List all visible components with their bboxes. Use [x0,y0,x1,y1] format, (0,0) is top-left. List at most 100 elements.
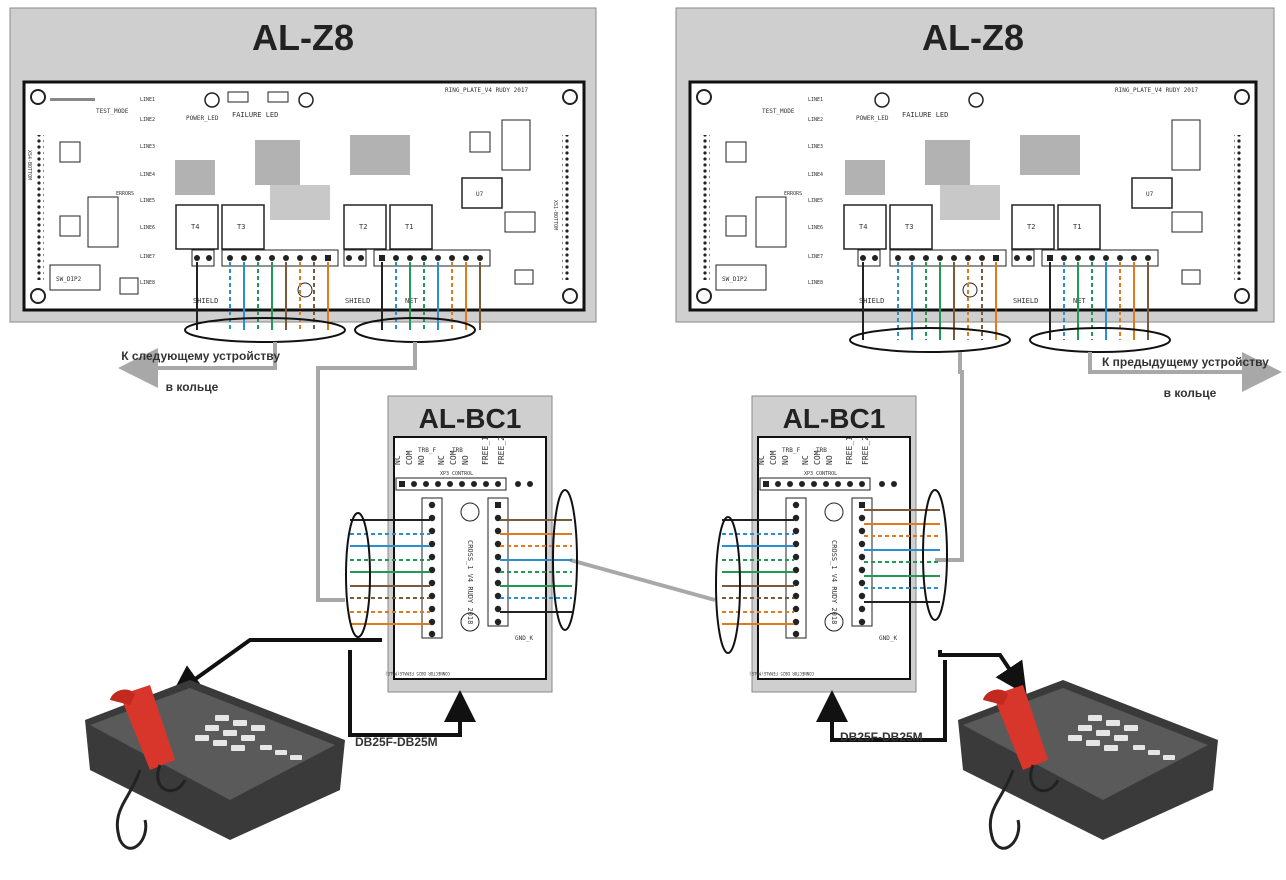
line8-label: LINE8 [140,280,155,286]
line6-label: LINE6 [140,225,155,231]
svg-text:COM: COM [449,450,458,465]
svg-text:T3: T3 [905,223,913,231]
svg-text:TRB_F: TRB_F [782,447,800,454]
svg-text:GND_K: GND_K [879,635,897,642]
svg-text:TRB: TRB [816,447,827,454]
svg-text:LINE4: LINE4 [808,172,823,178]
svg-text:FREE_1: FREE_1 [845,436,854,465]
svg-text:COM: COM [813,450,822,465]
svg-text:LINE2: LINE2 [808,117,823,123]
svg-text:LINE5: LINE5 [808,198,823,204]
failure-led-label: FAILURE LED [232,111,278,119]
line1-label: LINE1 [140,97,155,103]
svg-text:LINE8: LINE8 [808,280,823,286]
t4-label: T4 [191,223,199,231]
wiring-right-az8 [862,262,1149,340]
line3-label: LINE3 [140,144,155,150]
power-led-label-r: POWER_LED [856,115,889,122]
svg-text:LINE3: LINE3 [808,144,823,150]
az8-right-unit: AL-Z8 RING_PLATE_V4 RUDY 2017 TEST_MODE … [675,7,1275,323]
svg-text:TRB_F: TRB_F [418,447,436,454]
bc1-right-wires [722,509,940,625]
next-device-label-1: К следующему устройству [121,349,280,363]
db25-label-right: DB25F-DB25M [840,730,923,744]
svg-text:T2: T2 [1027,223,1035,231]
test-mode-label-r: TEST_MODE [762,108,795,115]
prev-device-label-2: в кольце [1164,386,1217,400]
phone-cable-right-in [938,650,1027,695]
svg-text:COM: COM [769,450,778,465]
cable-az8-bc1-right [935,352,964,562]
t1-label: T1 [405,223,413,231]
svg-text:SHIELD: SHIELD [859,297,884,305]
svg-text:LINE1: LINE1 [808,97,823,103]
xs1-label: XS1-BOTTOM [552,200,558,230]
svg-text:SW_DIP2: SW_DIP2 [722,276,748,283]
failure-led-label-r: FAILURE LED [902,111,948,119]
bc1-right-title: AL-BC1 [783,403,886,434]
svg-text:GND_K: GND_K [515,635,533,642]
t3-label: T3 [237,223,245,231]
svg-text:FREE_1: FREE_1 [481,436,490,465]
bc1-left-unit: AL-BC1 NC COM NO NC COM NO FREE_1 FREE_2… [385,395,553,693]
errors-label: ERRORS [116,191,134,197]
svg-text:T1: T1 [1073,223,1081,231]
svg-text:FREE_2: FREE_2 [861,436,870,465]
az8-left-pcb [22,80,586,312]
line2-label: LINE2 [140,117,155,123]
svg-text:NC: NC [801,455,810,465]
db25-label-left: DB25F-DB25M [355,735,438,749]
desk-phone-right [958,680,1218,850]
sw-dip2-label: SW_DIP2 [56,276,82,283]
phone-cable-left-in [170,638,382,697]
svg-text:U7: U7 [1146,191,1154,198]
power-led-label: POWER_LED [186,115,219,122]
svg-text:XP3 CONTROL: XP3 CONTROL [440,471,473,477]
svg-text:FREE_2: FREE_2 [497,436,506,465]
bc1-right-unit: AL-BC1 NC COM NO NC COM NO FREE_1 FREE_2… [749,395,917,693]
cable-to-prev [1088,352,1282,392]
cable-bc1-link [569,558,716,602]
cable-to-next [118,342,277,388]
az8-left-title: AL-Z8 [252,17,354,58]
plate-label: RING_PLATE_V4 RUDY 2017 [445,87,528,94]
svg-text:U7: U7 [476,191,484,198]
db25-cable-right [816,660,947,742]
svg-text:SHIELD: SHIELD [1013,297,1038,305]
svg-text:NO: NO [781,455,790,465]
next-device-label-2: в кольце [166,380,219,394]
svg-text:CROSS_1 V4 RUDY 2018: CROSS_1 V4 RUDY 2018 [830,540,838,624]
test-mode-label: TEST_MODE [96,108,129,115]
line4-label: LINE4 [140,172,155,178]
svg-text:NO: NO [825,455,834,465]
shield-label-2: SHIELD [345,297,370,305]
cable-bundles-right [849,327,1171,353]
az8-right-pcb [688,80,1258,312]
line5-label: LINE5 [140,198,155,204]
svg-text:CROSS_1 V4 RUDY 2018: CROSS_1 V4 RUDY 2018 [466,540,474,624]
svg-text:NC: NC [437,455,446,465]
shield-label-1: SHIELD [193,297,218,305]
svg-text:NC: NC [393,455,402,465]
desk-phone-left [85,680,345,850]
az8-right-title: AL-Z8 [922,17,1024,58]
t2-label: T2 [359,223,367,231]
svg-text:TRB: TRB [452,447,463,454]
xs4-label: XS4-BOTTOM [26,150,32,180]
net-label: NET [405,297,418,305]
db25-cable-left [348,650,476,737]
svg-text:NC: NC [757,455,766,465]
svg-text:LINE7: LINE7 [808,254,823,260]
cable-az8-bc1-left [316,342,417,602]
az8-left-unit: AL-Z8 XS4-BOTTOM XS1-BOTTOM TEST_MODE PO… [9,7,597,323]
svg-text:NO: NO [417,455,426,465]
svg-text:COM: COM [405,450,414,465]
plate-label-r: RING_PLATE_V4 RUDY 2017 [1115,87,1198,94]
svg-text:NET: NET [1073,297,1086,305]
svg-text:XP3 CONTROL: XP3 CONTROL [804,471,837,477]
svg-text:LINE6: LINE6 [808,225,823,231]
bc1-left-title: AL-BC1 [419,403,522,434]
svg-text:NO: NO [461,455,470,465]
line7-label: LINE7 [140,254,155,260]
